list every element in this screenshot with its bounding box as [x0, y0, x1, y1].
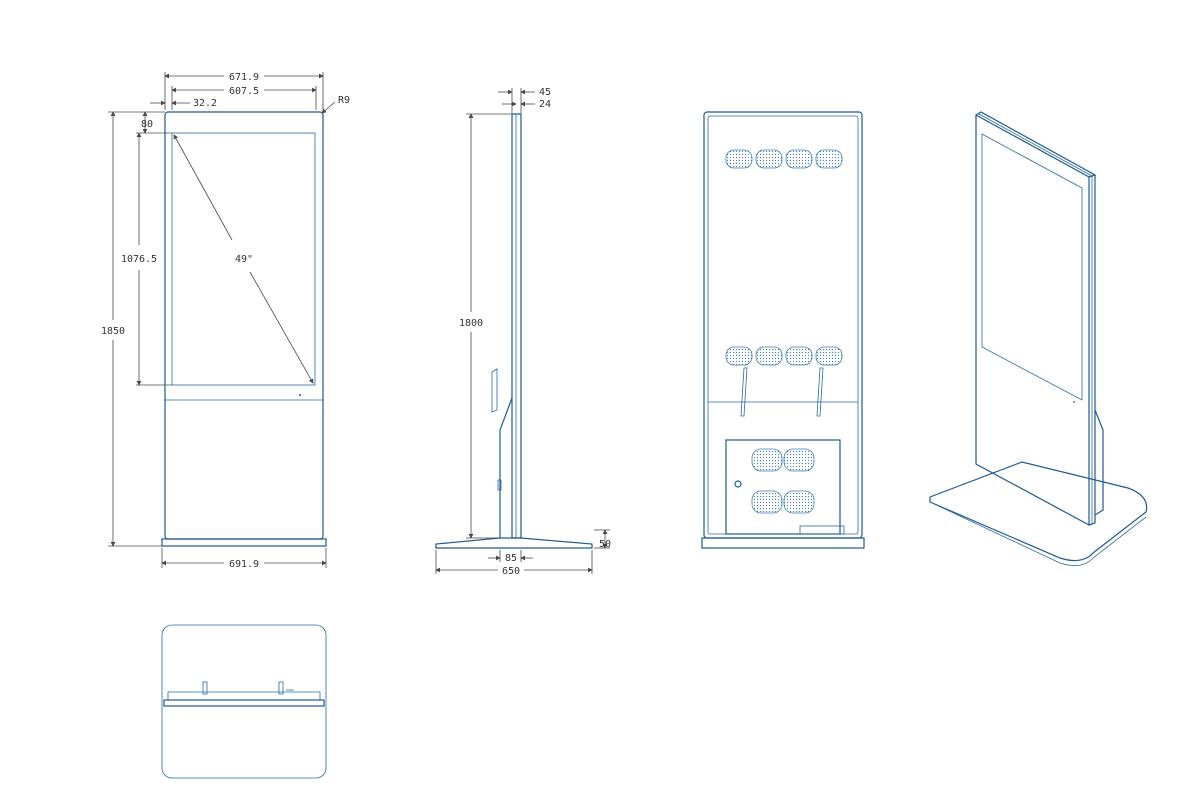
front-screen — [171, 132, 316, 386]
dim-screen-height: 1076.5 — [121, 254, 157, 265]
top-panel-edge — [163, 699, 325, 707]
rear-body-outline — [703, 111, 863, 539]
dim-base-height: 50 — [599, 539, 611, 550]
dim-line — [249, 271, 314, 384]
iso-base-edge — [929, 501, 1147, 566]
iso-front-panel — [975, 113, 1090, 527]
dim-side-height: 1800 — [459, 318, 483, 329]
dim-diagonal: 49" — [235, 254, 253, 265]
rear-panel-vent-1 — [751, 448, 783, 472]
dim-total-height: 1850 — [101, 326, 125, 337]
isometric-view — [929, 111, 1148, 566]
rear-strut-left — [740, 367, 748, 417]
side-panel — [511, 113, 522, 539]
front-sensor-dot — [299, 394, 301, 396]
rear-panel-vent-3 — [751, 490, 783, 514]
dim-top-depth: 45 — [539, 87, 551, 98]
side-port — [497, 479, 502, 491]
dim-base-depth: 650 — [502, 566, 520, 577]
iso-column — [1094, 409, 1104, 516]
top-view — [161, 624, 327, 779]
iso-sensor-dot — [1073, 401, 1075, 403]
top-stud-right — [278, 681, 284, 695]
iso-edge-layer — [978, 113, 1093, 524]
iso-base — [929, 461, 1148, 562]
top-stud-left — [202, 681, 208, 695]
rear-vent-top-4 — [815, 149, 843, 169]
rear-vent-top-1 — [725, 149, 753, 169]
rear-panel-vent-4 — [783, 490, 815, 514]
dim-frame-width: 607.5 — [229, 86, 259, 97]
rear-vent-mid-1 — [725, 346, 753, 366]
dim-overall-width: 671.9 — [229, 72, 259, 83]
rear-view — [701, 111, 865, 549]
front-base — [161, 538, 327, 547]
side-view: 45 24 1800 50 85 650 — [435, 87, 611, 577]
front-body-outline — [164, 111, 324, 540]
dim-side-margin: 32.2 — [193, 98, 217, 109]
rear-panel-slot — [799, 525, 845, 535]
top-base-outline — [161, 624, 327, 779]
rear-strut-right — [816, 367, 824, 417]
dim-top-margin: 80 — [141, 119, 153, 130]
dim-panel-depth: 24 — [539, 99, 551, 110]
rear-body-inner — [707, 115, 859, 535]
dim-leader — [321, 101, 336, 114]
rear-vent-top-3 — [785, 149, 813, 169]
dim-column-depth: 85 — [505, 553, 517, 564]
rear-access-panel — [725, 439, 841, 535]
side-column — [499, 397, 513, 538]
top-column-outline — [167, 691, 321, 700]
rear-vent-mid-4 — [815, 346, 843, 366]
rear-vent-mid-2 — [755, 346, 783, 366]
dim-base-width: 691.9 — [229, 559, 259, 570]
dim-line — [173, 134, 233, 241]
iso-side-edge — [1088, 175, 1096, 526]
rear-panel-vent-2 — [783, 448, 815, 472]
iso-screen — [981, 133, 1083, 401]
rear-vent-top-2 — [755, 149, 783, 169]
rear-vent-mid-3 — [785, 346, 813, 366]
side-base — [435, 537, 593, 549]
dim-corner-radius: R9 — [338, 95, 350, 106]
rear-base — [701, 537, 865, 549]
rear-panel-lock — [734, 480, 742, 488]
front-view: 671.9 607.5 32.2 R9 80 1076.5 49" 1 — [101, 72, 350, 570]
side-handle — [491, 368, 498, 413]
